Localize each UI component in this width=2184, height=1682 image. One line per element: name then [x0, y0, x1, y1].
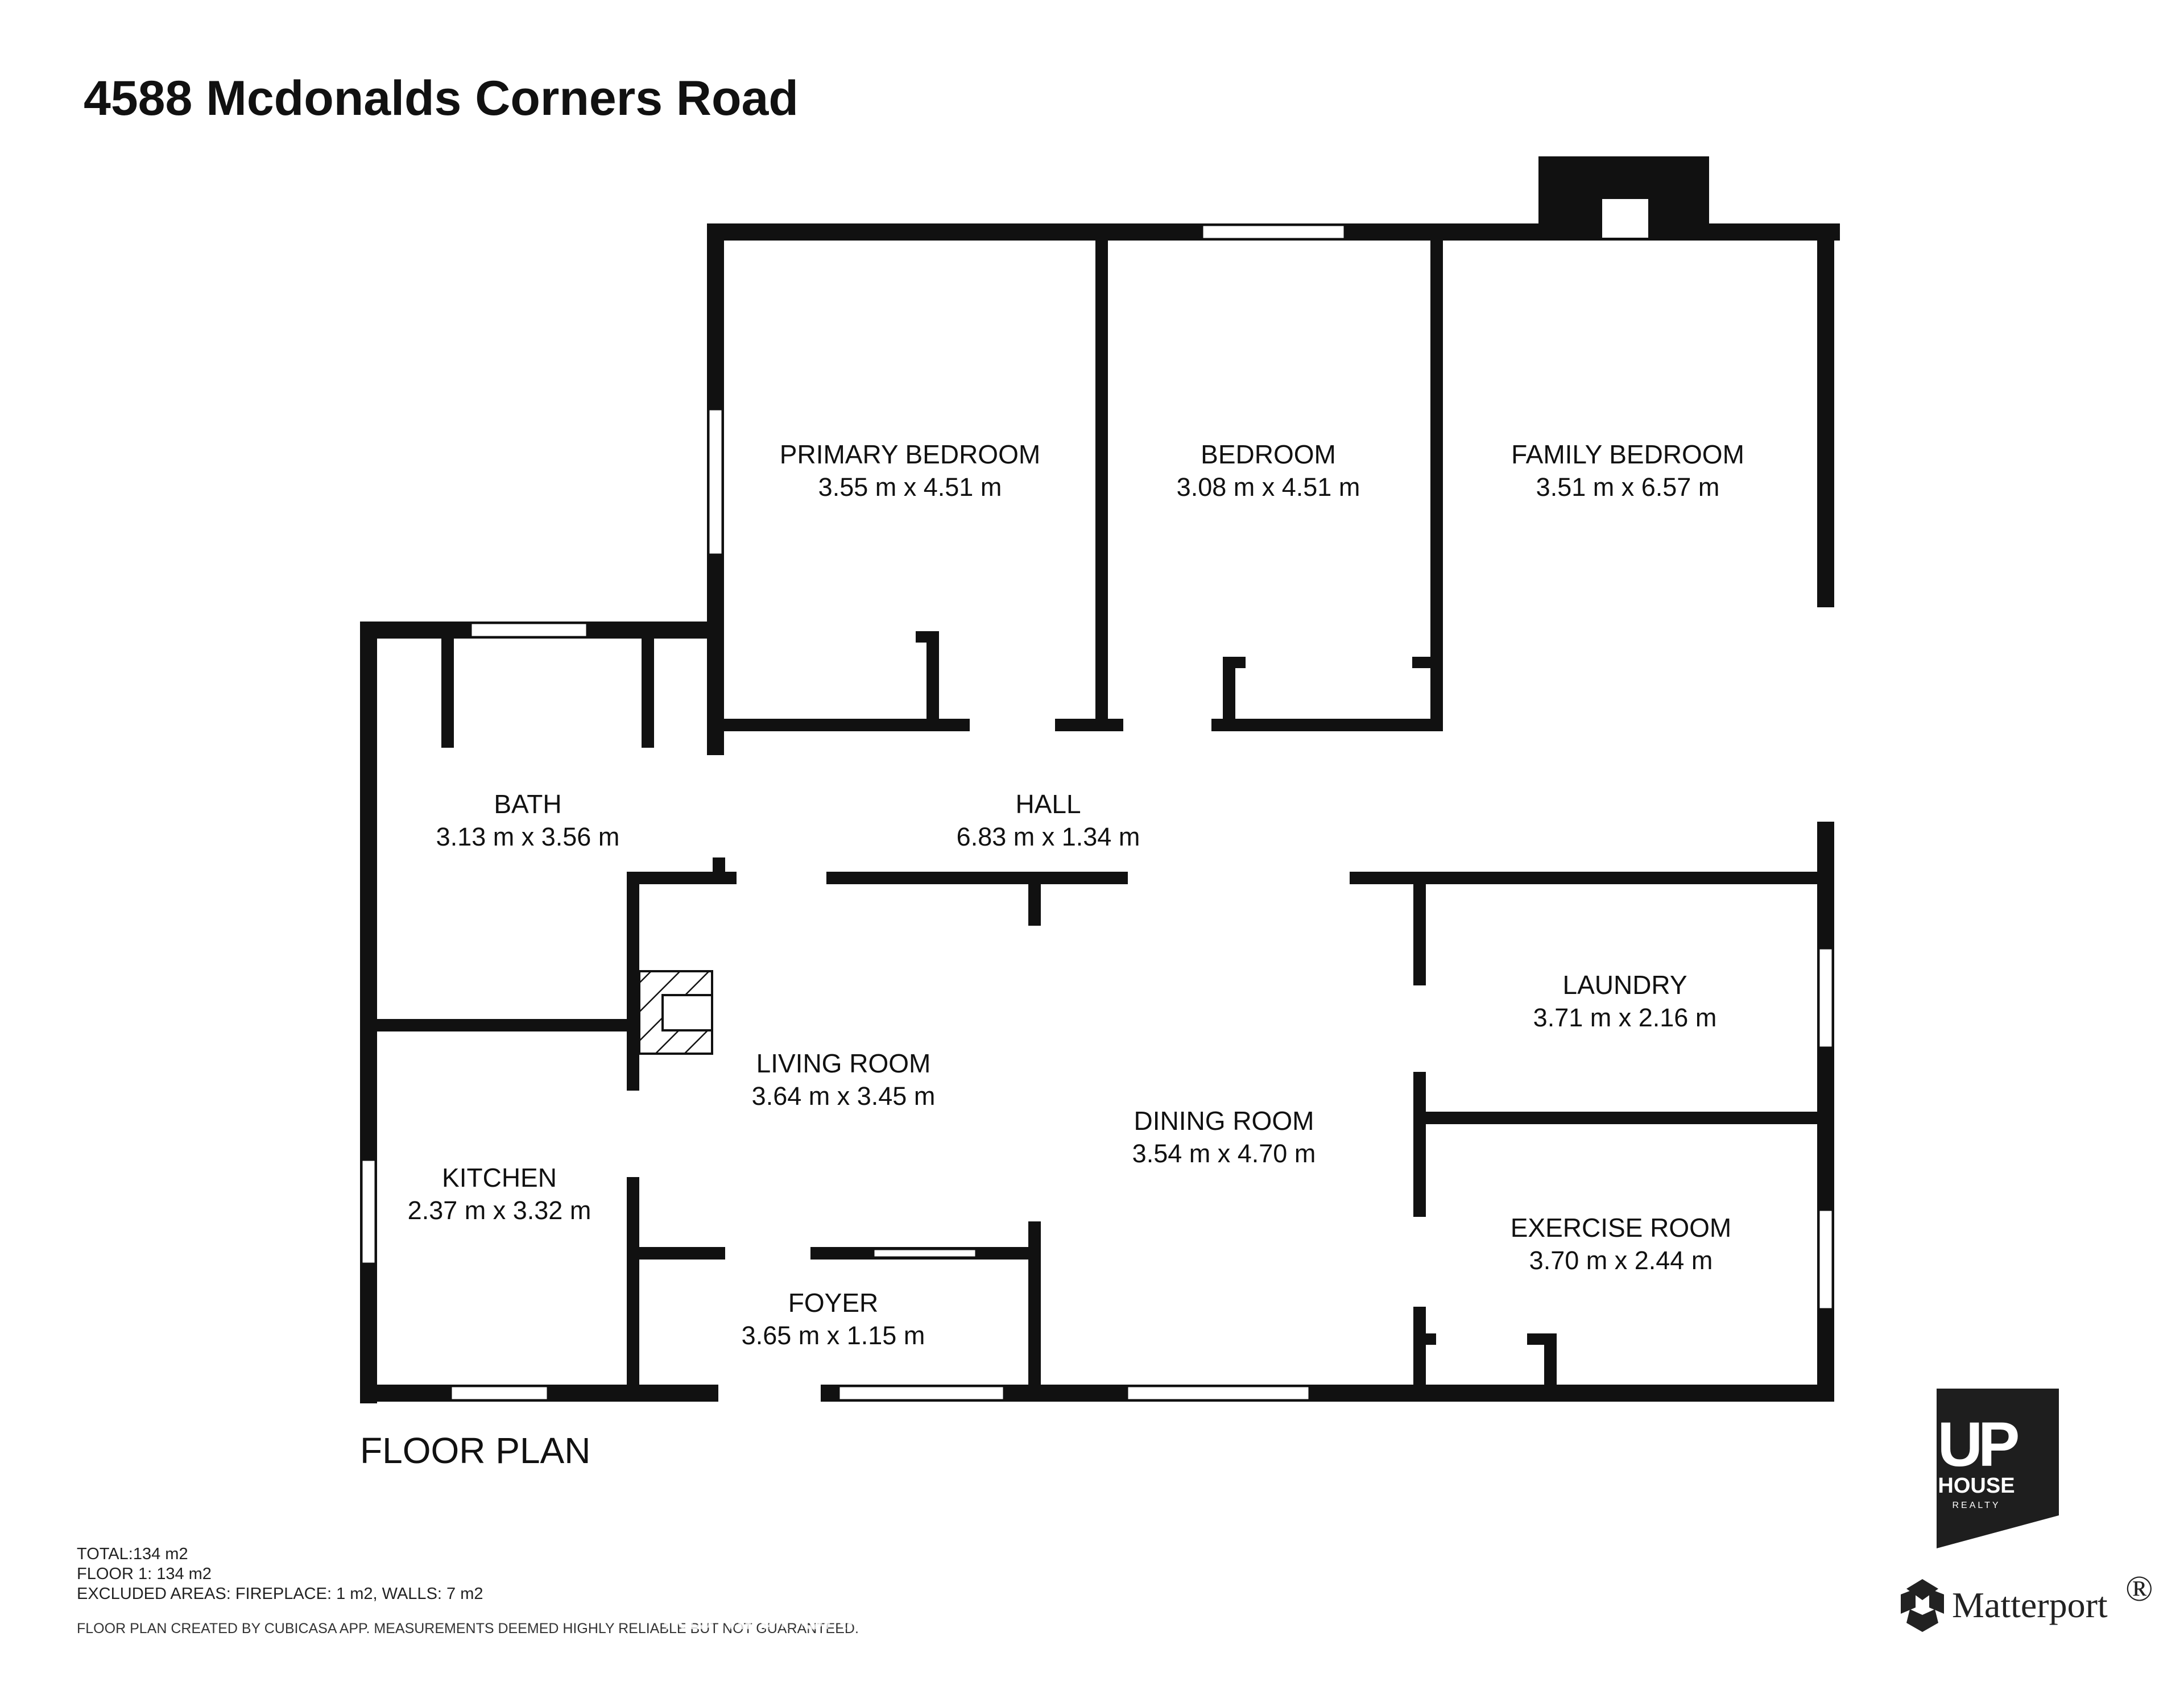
- room-name: FAMILY BEDROOM: [1511, 440, 1744, 469]
- room-dimensions: 3.13 m x 3.56 m: [436, 822, 620, 851]
- watermark: RE/MAX GARDEN CITY UPHOUSE REALTY, Broke…: [661, 1598, 1498, 1637]
- fireplace-icon: [1538, 156, 1709, 240]
- svg-text:®: ®: [2125, 1568, 2153, 1609]
- page-title: 4588 Mcdonalds Corners Road: [84, 71, 799, 126]
- svg-text:REALTY: REALTY: [1952, 1501, 2000, 1510]
- room-name: EXERCISE ROOM: [1511, 1213, 1732, 1242]
- area-notes: TOTAL:134 m2 FLOOR 1: 134 m2 EXCLUDED AR…: [77, 1545, 859, 1637]
- room-name: HALL: [1015, 789, 1081, 819]
- room-name: FOYER: [788, 1288, 878, 1318]
- matterport-logo-icon: Matterport ®: [1901, 1568, 2153, 1632]
- room-dimensions: 6.83 m x 1.34 m: [957, 822, 1140, 851]
- svg-text:UP: UP: [1938, 1410, 2018, 1480]
- room-name: KITCHEN: [442, 1163, 557, 1192]
- room-dimensions: 3.65 m x 1.15 m: [742, 1321, 925, 1350]
- room-name: LAUNDRY: [1563, 970, 1687, 1000]
- uphouse-logo-icon: UP HOUSE REALTY: [1937, 1389, 2059, 1548]
- excluded-area-note: EXCLUDED AREAS: FIREPLACE: 1 m2, WALLS: …: [77, 1585, 483, 1603]
- room-dimensions: 3.08 m x 4.51 m: [1177, 473, 1360, 502]
- room-name: PRIMARY BEDROOM: [780, 440, 1040, 469]
- windows: [361, 224, 1834, 1401]
- room-dimensions: 3.55 m x 4.51 m: [818, 473, 1002, 502]
- room-dimensions: 3.64 m x 3.45 m: [752, 1082, 936, 1111]
- fireplace-icon: [638, 970, 713, 1055]
- room-dimensions: 3.71 m x 2.16 m: [1533, 1003, 1717, 1032]
- room-dimensions: 3.70 m x 2.44 m: [1529, 1246, 1713, 1275]
- room-dimensions: 3.51 m x 6.57 m: [1536, 473, 1720, 502]
- room-name: LIVING ROOM: [756, 1049, 931, 1078]
- room-dimensions: 3.54 m x 4.70 m: [1132, 1139, 1316, 1168]
- room-labels: PRIMARY BEDROOM 3.55 m x 4.51 m BEDROOM …: [408, 440, 1744, 1350]
- room-name: BATH: [494, 789, 561, 819]
- svg-text:HOUSE: HOUSE: [1938, 1474, 2015, 1498]
- disclaimer-note: FLOOR PLAN CREATED BY CUBICASA APP. MEAS…: [77, 1621, 859, 1637]
- room-name: BEDROOM: [1201, 440, 1336, 469]
- matterport-wordmark: Matterport: [1952, 1585, 2108, 1625]
- room-dimensions: 2.37 m x 3.32 m: [408, 1196, 592, 1225]
- room-name: DINING ROOM: [1134, 1106, 1314, 1136]
- floor-plan-label: FLOOR PLAN: [360, 1430, 590, 1471]
- total-area-note: TOTAL:134 m2: [77, 1545, 188, 1563]
- svg-text:RE/MAX GARDEN CITY UPHOUSE REA: RE/MAX GARDEN CITY UPHOUSE REALTY, Broke…: [663, 1600, 1498, 1637]
- floor1-area-note: FLOOR 1: 134 m2: [77, 1565, 212, 1583]
- watermark-text: RE/MAX GARDEN CITY UPHOUSE REALTY, Broke…: [661, 1598, 1496, 1635]
